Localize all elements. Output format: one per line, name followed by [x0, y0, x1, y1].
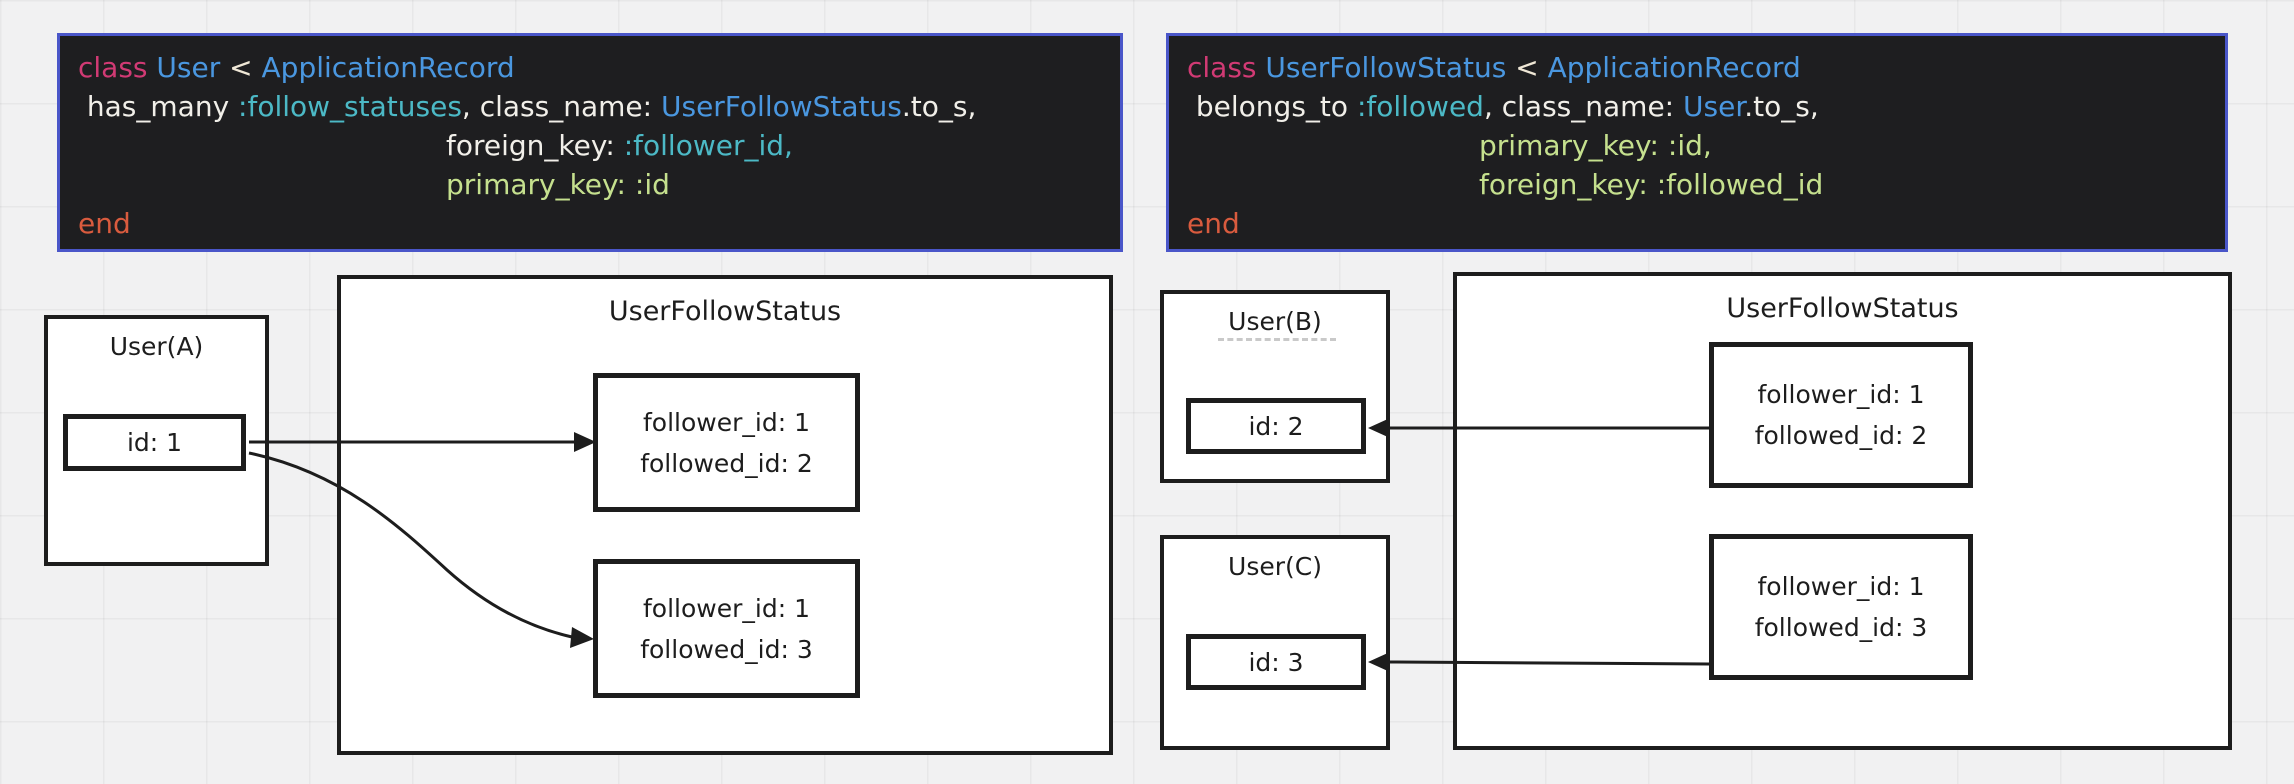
- code-line: belongs_to :followed, class_name: User.t…: [1187, 87, 2207, 126]
- field-user-c-id-label: id: 3: [1248, 647, 1304, 677]
- code-token-class: ApplicationRecord: [261, 51, 515, 84]
- arrow-right-record-1-to-b[interactable]: [1368, 418, 1709, 438]
- field-user-b-id[interactable]: id: 2: [1186, 398, 1366, 454]
- code-line: class UserFollowStatus < ApplicationReco…: [1187, 48, 2207, 87]
- arrow-a-to-left-record-1[interactable]: [249, 432, 596, 452]
- field-user-b-id-label: id: 2: [1248, 411, 1304, 441]
- code-token: has_many: [78, 90, 239, 123]
- shape-user-b-title: User(B): [1228, 307, 1322, 336]
- code-token-class: User: [156, 51, 221, 84]
- record-left-1[interactable]: follower_id: 1 followed_id: 2: [593, 373, 860, 512]
- record-left-2-follower: follower_id: 1: [643, 593, 810, 623]
- field-user-a-id[interactable]: id: 1: [63, 414, 246, 471]
- arrow-a-to-left-record-2[interactable]: [248, 451, 594, 648]
- record-right-1[interactable]: follower_id: 1 followed_id: 2: [1709, 342, 1973, 488]
- shape-userfollowstatus-left-title: UserFollowStatus: [608, 296, 842, 327]
- shape-user-c-title: User(C): [1228, 552, 1322, 581]
- code-token: .to_s,: [1744, 90, 1819, 123]
- code-token-value: primary_key: :id: [446, 168, 670, 201]
- code-token-operator: <: [220, 51, 262, 84]
- code-token-class: ApplicationRecord: [1547, 51, 1801, 84]
- code-token-value: primary_key: :id,: [1479, 129, 1712, 162]
- code-token: belongs_to: [1187, 90, 1357, 123]
- code-line: foreign_key: :followed_id: [1187, 165, 2207, 204]
- code-line: primary_key: :id,: [1187, 126, 2207, 165]
- code-line: end: [78, 204, 1102, 243]
- record-right-1-follower: follower_id: 1: [1757, 380, 1925, 409]
- code-token: foreign_key:: [446, 129, 624, 162]
- code-token-symbol: :followed: [1356, 90, 1484, 123]
- code-token-operator: <: [1506, 51, 1548, 84]
- record-left-2[interactable]: follower_id: 1 followed_id: 3: [593, 559, 860, 698]
- code-token-class: UserFollowStatus: [1265, 51, 1507, 84]
- code-token-end: end: [78, 207, 131, 240]
- arrow-right-record-2-to-c[interactable]: [1368, 652, 1710, 672]
- record-right-1-followed: followed_id: 2: [1754, 421, 1928, 450]
- record-right-2-follower: follower_id: 1: [1757, 572, 1925, 601]
- code-token: .to_s,: [901, 90, 977, 123]
- code-token-keyword: class: [1187, 51, 1266, 84]
- code-line: has_many :follow_statuses, class_name: U…: [78, 87, 1102, 126]
- code-token-class: UserFollowStatus: [660, 90, 902, 123]
- record-left-2-followed: followed_id: 3: [640, 634, 813, 664]
- code-line: class User < ApplicationRecord: [78, 48, 1102, 87]
- record-left-1-follower: follower_id: 1: [643, 407, 810, 437]
- code-token-class: User: [1683, 90, 1745, 123]
- code-token-keyword: class: [78, 51, 157, 84]
- code-line: end: [1187, 204, 2207, 243]
- record-right-2[interactable]: follower_id: 1 followed_id: 3: [1709, 534, 1973, 680]
- field-user-a-id-label: id: 1: [126, 428, 183, 457]
- shape-userfollowstatus-right-title: UserFollowStatus: [1726, 293, 1959, 324]
- code-token-symbol: :follow_statuses: [238, 90, 462, 123]
- ghost-dashed-underline: [1218, 338, 1336, 341]
- code-token: , class_name:: [1483, 90, 1684, 123]
- code-block-user-model[interactable]: class User < ApplicationRecord has_many …: [57, 33, 1123, 252]
- code-line: foreign_key: :follower_id,: [78, 126, 1102, 165]
- code-token-symbol: :follower_id,: [623, 129, 793, 162]
- code-token-value: foreign_key: :followed_id: [1479, 168, 1824, 201]
- code-token-end: end: [1187, 207, 1240, 240]
- code-line: primary_key: :id: [78, 165, 1102, 204]
- code-block-userfollowstatus-model[interactable]: class UserFollowStatus < ApplicationReco…: [1166, 33, 2228, 252]
- shape-user-a-title: User(A): [109, 332, 204, 361]
- code-token: , class_name:: [461, 90, 661, 123]
- record-right-2-followed: followed_id: 3: [1754, 613, 1928, 642]
- field-user-c-id[interactable]: id: 3: [1186, 634, 1366, 690]
- record-left-1-followed: followed_id: 2: [640, 448, 813, 478]
